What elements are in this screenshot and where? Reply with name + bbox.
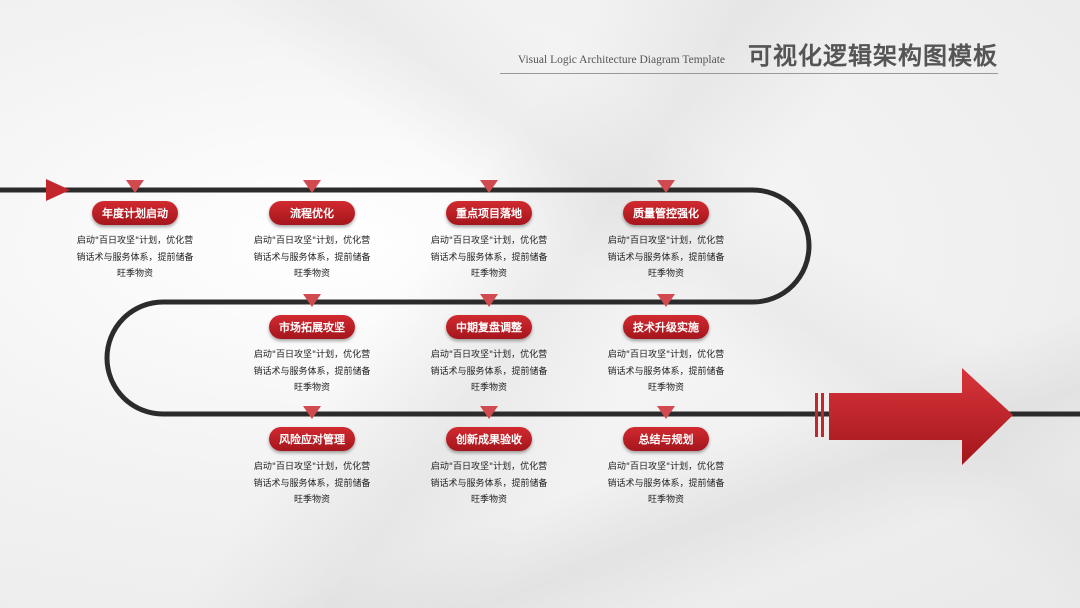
marker-triangle-icon: [657, 180, 675, 193]
node-title: 重点项目落地: [446, 201, 532, 225]
node-description: 启动"百日攻坚"计划，优化营 销话术与服务体系，提前储备 旺季物资: [430, 236, 548, 279]
timeline-node: 技术升级实施 启动"百日攻坚"计划，优化营 销话术与服务体系，提前储备 旺季物资: [596, 294, 736, 397]
node-title: 流程优化: [269, 201, 355, 225]
marker-triangle-icon: [657, 294, 675, 307]
track-path: [0, 187, 1080, 417]
timeline-node: 年度计划启动 启动"百日攻坚"计划，优化营 销话术与服务体系，提前储备 旺季物资: [65, 180, 205, 283]
node-title: 风险应对管理: [269, 427, 355, 451]
node-title: 中期复盘调整: [446, 315, 532, 339]
timeline-node: 风险应对管理 启动"百日攻坚"计划，优化营 销话术与服务体系，提前储备 旺季物资: [242, 406, 382, 509]
node-description: 启动"百日攻坚"计划，优化营 销话术与服务体系，提前储备 旺季物资: [253, 462, 371, 505]
marker-triangle-icon: [303, 180, 321, 193]
node-title: 质量管控强化: [623, 201, 709, 225]
marker-triangle-icon: [657, 406, 675, 419]
timeline-node: 流程优化 启动"百日攻坚"计划，优化营 销话术与服务体系，提前储备 旺季物资: [242, 180, 382, 283]
node-description: 启动"百日攻坚"计划，优化营 销话术与服务体系，提前储备 旺季物资: [607, 350, 725, 393]
marker-triangle-icon: [126, 180, 144, 193]
timeline-node: 创新成果验收 启动"百日攻坚"计划，优化营 销话术与服务体系，提前储备 旺季物资: [419, 406, 559, 509]
node-title: 市场拓展攻坚: [269, 315, 355, 339]
node-title: 总结与规划: [623, 427, 709, 451]
timeline-node: 市场拓展攻坚 启动"百日攻坚"计划，优化营 销话术与服务体系，提前储备 旺季物资: [242, 294, 382, 397]
node-description: 启动"百日攻坚"计划，优化营 销话术与服务体系，提前储备 旺季物资: [76, 236, 194, 279]
marker-triangle-icon: [480, 406, 498, 419]
marker-triangle-icon: [480, 180, 498, 193]
node-description: 启动"百日攻坚"计划，优化营 销话术与服务体系，提前储备 旺季物资: [607, 462, 725, 505]
node-title: 创新成果验收: [446, 427, 532, 451]
header-divider: [500, 73, 998, 74]
timeline-node: 质量管控强化 启动"百日攻坚"计划，优化营 销话术与服务体系，提前储备 旺季物资: [596, 180, 736, 283]
node-description: 启动"百日攻坚"计划，优化营 销话术与服务体系，提前储备 旺季物资: [253, 350, 371, 393]
node-title: 技术升级实施: [623, 315, 709, 339]
end-arrow-icon: [815, 368, 1013, 465]
node-description: 启动"百日攻坚"计划，优化营 销话术与服务体系，提前储备 旺季物资: [607, 236, 725, 279]
page-title: 可视化逻辑架构图模板: [748, 42, 998, 70]
node-description: 启动"百日攻坚"计划，优化营 销话术与服务体系，提前储备 旺季物资: [430, 350, 548, 393]
marker-triangle-icon: [480, 294, 498, 307]
timeline-node: 总结与规划 启动"百日攻坚"计划，优化营 销话术与服务体系，提前储备 旺季物资: [596, 406, 736, 509]
marker-triangle-icon: [303, 406, 321, 419]
timeline-node: 中期复盘调整 启动"百日攻坚"计划，优化营 销话术与服务体系，提前储备 旺季物资: [419, 294, 559, 397]
node-description: 启动"百日攻坚"计划，优化营 销话术与服务体系，提前储备 旺季物资: [253, 236, 371, 279]
page-subtitle: Visual Logic Architecture Diagram Templa…: [517, 54, 725, 66]
timeline-node: 重点项目落地 启动"百日攻坚"计划，优化营 销话术与服务体系，提前储备 旺季物资: [419, 180, 559, 283]
node-title: 年度计划启动: [92, 201, 178, 225]
marker-triangle-icon: [303, 294, 321, 307]
node-description: 启动"百日攻坚"计划，优化营 销话术与服务体系，提前储备 旺季物资: [430, 462, 548, 505]
start-arrow-icon: [46, 179, 70, 201]
